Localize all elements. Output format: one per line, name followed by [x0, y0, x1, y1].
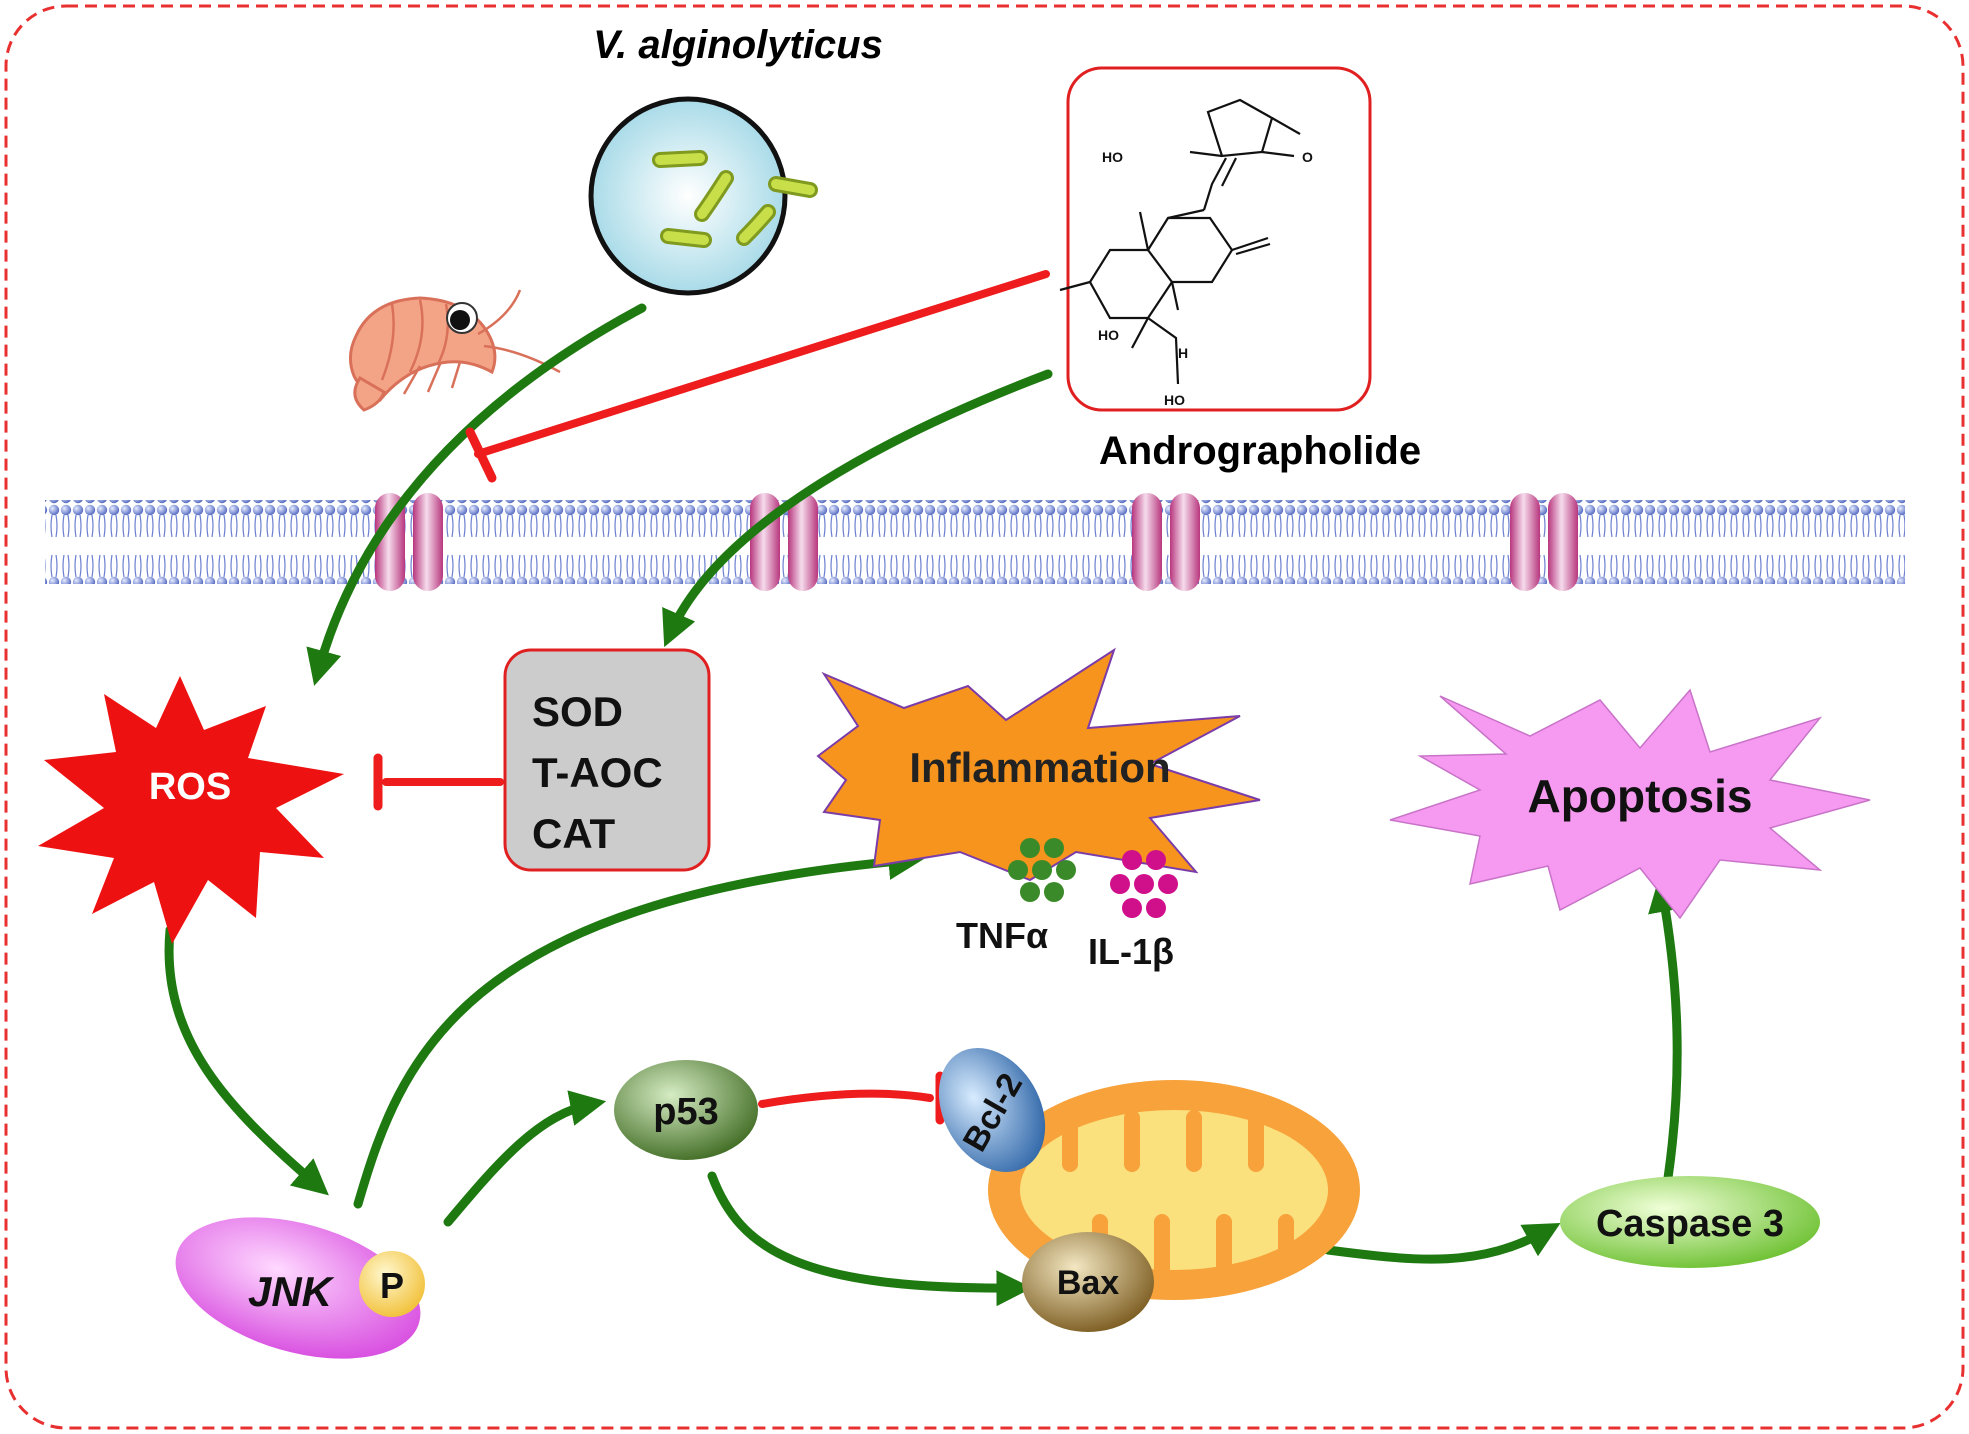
bacterium-label: V. alginolyticus: [593, 23, 883, 67]
p53-label: p53: [653, 1091, 718, 1133]
tnf-dots-icon: [1008, 838, 1076, 902]
structure-label: O: [1302, 149, 1313, 165]
antioxidant-box: SOD T-AOC CAT: [503, 648, 711, 872]
andrographolide-structure: HO O HO H HO: [1059, 66, 1372, 412]
phospho-node: P: [359, 1251, 425, 1317]
petri-dish-icon: [588, 96, 818, 296]
antioxidant-taoc: T-AOC: [532, 749, 663, 796]
inhibit-bar: [465, 427, 497, 483]
apoptosis-burst: Apoptosis: [1389, 688, 1871, 920]
tnf-label: TNFα: [956, 915, 1048, 956]
antioxidant-sod: SOD: [532, 688, 623, 735]
il1b-label: IL-1β: [1088, 931, 1174, 972]
membrane-channel: [1132, 493, 1200, 591]
arrow-mito-to-caspase: [1323, 1222, 1561, 1264]
arrow-jnk-to-p53: [443, 1090, 607, 1227]
bax-node: Bax: [1022, 1232, 1154, 1332]
caspase3-node: Caspase 3: [1560, 1176, 1820, 1268]
membrane-channel: [375, 493, 443, 591]
il1b-dots-icon: [1110, 850, 1178, 918]
inflammation-label: Inflammation: [909, 744, 1170, 791]
jnk-node: JNK: [175, 1217, 421, 1359]
arrow-p53-to-bax: [707, 1171, 1033, 1307]
ros-label: ROS: [149, 766, 231, 808]
phospho-label: P: [380, 1265, 404, 1306]
inhibit-andro-vibrio: [474, 270, 1050, 458]
bax-label: Bax: [1057, 1264, 1119, 1302]
apoptosis-label: Apoptosis: [1528, 770, 1753, 822]
antioxidant-cat: CAT: [532, 810, 616, 857]
shrimp-icon: [349, 289, 561, 412]
arrow-andro-to-antioxidants: [662, 369, 1053, 648]
jnk-label: JNK: [248, 1268, 335, 1315]
andrographolide-label: Andrographolide: [1099, 429, 1421, 473]
caspase3-label: Caspase 3: [1596, 1203, 1784, 1245]
membrane-channel: [1510, 493, 1578, 591]
arrow-caspase-to-apoptosis: [1648, 875, 1684, 1183]
inhibit-p53-bcl2: [758, 1089, 934, 1108]
structure-label: HO: [1102, 149, 1123, 165]
structure-label: HO: [1098, 327, 1119, 343]
structure-label: H: [1178, 345, 1188, 361]
structure-label: HO: [1164, 392, 1185, 408]
cell-membrane: [45, 493, 1905, 591]
arrow-jnk-to-inflammation: [353, 843, 925, 1209]
p53-node: p53: [614, 1060, 758, 1160]
outer-border: [4, 4, 1965, 1430]
bcl2-node: Bcl-2: [938, 1048, 1046, 1172]
ros-burst: ROS: [38, 676, 344, 944]
arrow-vibrio-to-ros: [306, 303, 647, 686]
arrow-ros-to-jnk: [164, 925, 329, 1196]
inflammation-burst: Inflammation: [816, 647, 1261, 882]
